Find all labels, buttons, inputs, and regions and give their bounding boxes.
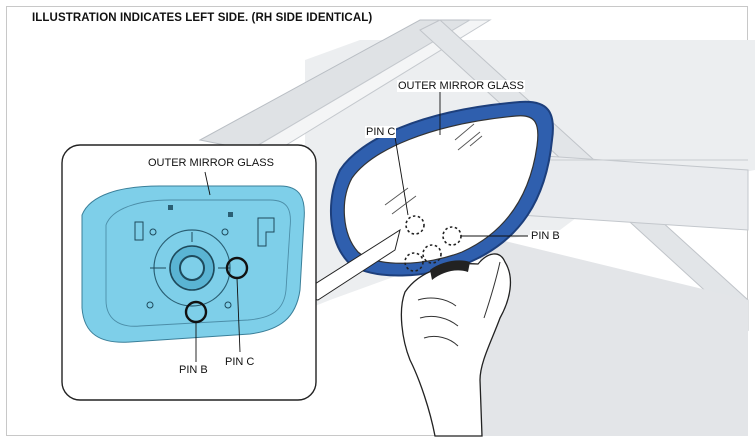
label-outer-mirror-glass-main: OUTER MIRROR GLASS <box>397 80 525 92</box>
label-pin-b-inset: PIN B <box>178 364 209 376</box>
label-pin-c-main: PIN C <box>365 126 397 138</box>
hand-illustration <box>400 253 512 437</box>
figure-title: ILLUSTRATION INDICATES LEFT SIDE. (RH SI… <box>32 12 373 24</box>
leader-lines <box>195 92 528 362</box>
label-pin-b-main: PIN B <box>530 230 561 242</box>
outer-mirror-main <box>330 100 554 277</box>
label-outer-mirror-glass-inset: OUTER MIRROR GLASS <box>147 157 275 169</box>
inset-mirror-glass <box>81 185 305 343</box>
label-pin-c-inset: PIN C <box>224 356 256 368</box>
